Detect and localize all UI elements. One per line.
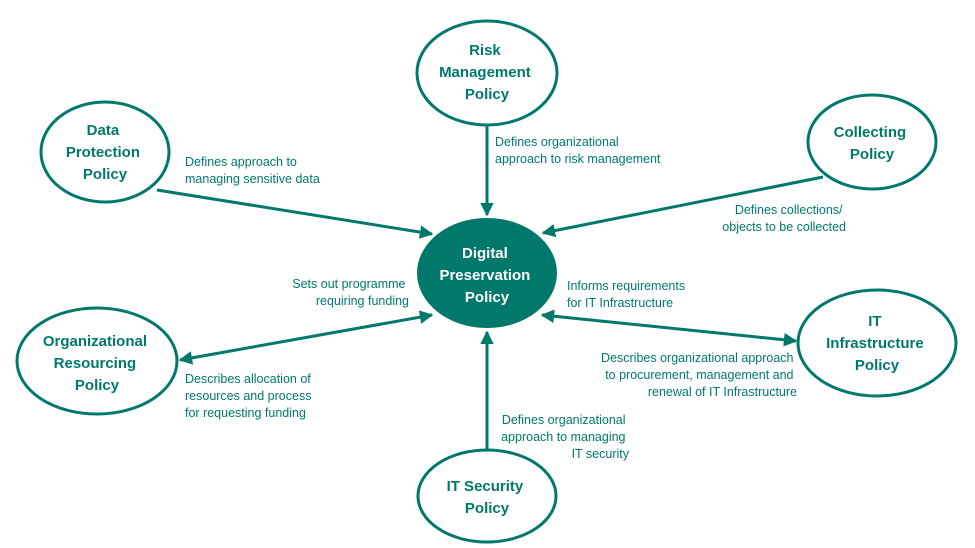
node-label: Policy xyxy=(465,86,510,103)
node-label: Policy xyxy=(465,500,510,517)
edge-label-org-out: Describes allocation of resources and pr… xyxy=(185,372,315,420)
node-label: Policy xyxy=(83,166,128,183)
svg-text:IT Infrastructure: IT Infrastructure Policy xyxy=(826,313,928,374)
node-label: Data xyxy=(87,122,120,139)
edge-label-it-security: Defines organizational approach to manag… xyxy=(501,413,630,461)
risk-management-node: Risk Management Policy xyxy=(415,19,559,127)
node-label: Infrastructure xyxy=(826,335,924,352)
node-label: Policy xyxy=(850,146,895,163)
edge-label-org-in: Sets out programme requiring funding xyxy=(292,277,409,308)
edge-label-it-infra-out: Informs requirements for IT Infrastructu… xyxy=(567,279,689,310)
connector-org-center xyxy=(178,310,434,365)
it-infrastructure-node: IT Infrastructure Policy xyxy=(796,288,958,398)
connector-it-infra-center xyxy=(540,309,798,347)
svg-text:IT Security Policy: IT Security Policy xyxy=(447,478,528,517)
node-label: Management xyxy=(439,64,531,81)
node-label: Resourcing xyxy=(54,355,137,372)
node-label: IT Security xyxy=(447,478,524,495)
edge-label-data: Defines approach to managing sensitive d… xyxy=(185,155,320,186)
center-node-label: Policy xyxy=(465,289,510,306)
svg-text:Collecting Policy: Collecting Policy xyxy=(834,124,911,163)
node-label: IT xyxy=(868,313,881,330)
center-node-label: Preservation xyxy=(439,267,530,284)
it-security-node: IT Security Policy xyxy=(416,448,558,544)
edge-label-collecting: Defines collections/ objects to be colle… xyxy=(722,203,846,234)
connector-data-to-center xyxy=(156,188,434,239)
center-node-label: Digital xyxy=(462,245,508,262)
svg-text:Digital Preservation: Digital Preservation Policy xyxy=(439,245,534,306)
connector-collecting-to-center xyxy=(541,175,824,238)
data-protection-node: Data Protection Policy xyxy=(39,100,171,204)
organizational-resourcing-node: Organizational Resourcing Policy xyxy=(15,306,179,416)
node-label: Policy xyxy=(855,357,900,374)
center-node: Digital Preservation Policy xyxy=(417,218,557,328)
node-label: Policy xyxy=(75,377,120,394)
node-label: Risk xyxy=(469,42,501,59)
connectors xyxy=(156,125,824,455)
svg-text:Data Protection Po: Data Protection Policy xyxy=(66,122,144,183)
node-label: Protection xyxy=(66,144,140,161)
node-label: Collecting xyxy=(834,124,907,141)
collecting-node: Collecting Policy xyxy=(806,93,938,191)
svg-text:Organizational Resourcin: Organizational Resourcing Policy xyxy=(43,333,151,394)
node-label: Organizational xyxy=(43,333,147,350)
svg-text:Risk Management Po: Risk Management Policy xyxy=(439,42,535,103)
edge-label-it-infra-in: Describes organizational approach to pro… xyxy=(601,351,797,399)
edge-label-risk: Defines organizational approach to risk … xyxy=(495,135,661,166)
